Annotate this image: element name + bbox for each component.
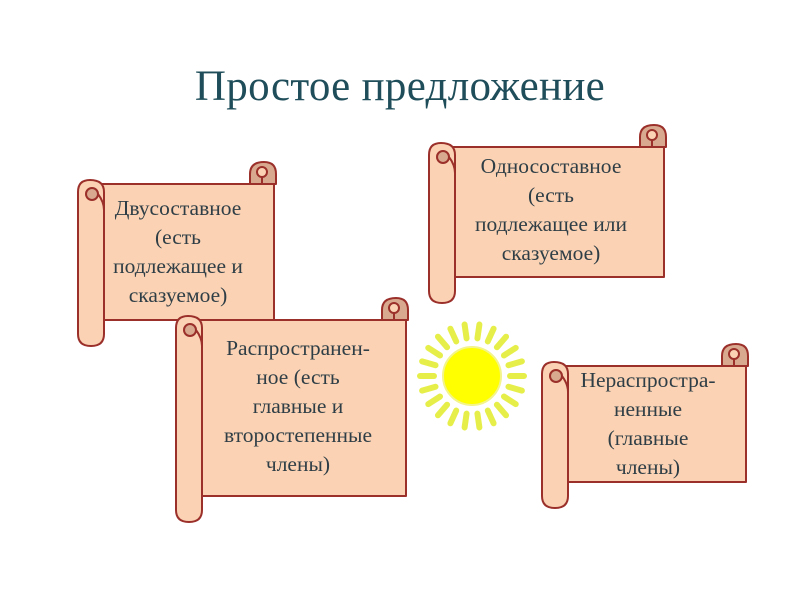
scroll-line: Односоставное bbox=[480, 154, 622, 178]
scroll-line: сказуемое) bbox=[501, 241, 601, 265]
sun-ray bbox=[484, 407, 497, 427]
scroll-line: подлежащее и bbox=[113, 254, 243, 278]
scroll-text: Односоставное (есть подлежащее или сказу… bbox=[441, 152, 661, 268]
scroll-shape-icon bbox=[175, 297, 409, 523]
sun-ray bbox=[425, 344, 444, 359]
sun-ray bbox=[447, 407, 460, 427]
scroll-nerasprostranennye: Нераспростра- ненные (главные члены) bbox=[530, 342, 756, 509]
sun-ray bbox=[474, 410, 483, 431]
sun-ray bbox=[434, 333, 451, 351]
sun-ray bbox=[419, 383, 439, 394]
scroll-text: Двусоставное (есть подлежащее и сказуемо… bbox=[88, 194, 268, 310]
sun-ray bbox=[484, 325, 497, 345]
sun-ray bbox=[493, 401, 510, 419]
scroll-dvusostavnoe: Двусоставное (есть подлежащее и сказуемо… bbox=[66, 160, 284, 347]
scroll-line: второстепенные bbox=[223, 423, 373, 447]
scroll-line: (главные bbox=[607, 426, 689, 450]
sun-ray bbox=[474, 321, 483, 342]
scroll-text: Нераспростра- ненные (главные члены) bbox=[550, 366, 746, 482]
scroll-text: Распространен- ное (есть главные и второ… bbox=[192, 334, 404, 479]
sun-ray bbox=[419, 358, 439, 369]
sun-ray bbox=[500, 344, 519, 359]
scroll-odnosostavnoe: Односоставное (есть подлежащее или сказу… bbox=[417, 123, 674, 304]
sun-ray bbox=[461, 410, 470, 431]
sun-ray bbox=[425, 393, 444, 408]
scroll-line: Распространен- bbox=[226, 336, 370, 360]
scroll-rasprostranennoe: Распространен- ное (есть главные и второ… bbox=[164, 296, 416, 523]
sun-ray bbox=[461, 321, 470, 342]
scroll-shape-icon bbox=[541, 343, 749, 509]
sun-ray bbox=[493, 333, 510, 351]
sun-ray bbox=[500, 393, 519, 408]
scroll-line: Нераспростра- bbox=[580, 368, 716, 392]
scroll-line: ненные bbox=[613, 397, 683, 421]
sun-ray bbox=[505, 358, 525, 369]
scroll-line: Двусоставное bbox=[114, 196, 242, 220]
scroll-line: члены) bbox=[265, 452, 331, 476]
sun-ray bbox=[505, 383, 525, 394]
scroll-line: (есть bbox=[155, 225, 201, 249]
page-title: Простое предложение bbox=[194, 63, 606, 110]
scroll-line: главные и bbox=[252, 394, 344, 418]
scroll-line: подлежащее или bbox=[474, 212, 627, 236]
sun-icon bbox=[417, 321, 527, 431]
scroll-line: (есть bbox=[528, 183, 574, 207]
scroll-line: сказуемое) bbox=[128, 283, 228, 307]
sun-ray bbox=[447, 325, 460, 345]
scroll-line: члены) bbox=[615, 455, 681, 479]
scroll-shape-icon bbox=[428, 124, 667, 304]
scroll-shape-icon bbox=[77, 161, 277, 347]
scroll-line: ное (есть bbox=[256, 365, 340, 389]
sun-ray bbox=[434, 401, 451, 419]
